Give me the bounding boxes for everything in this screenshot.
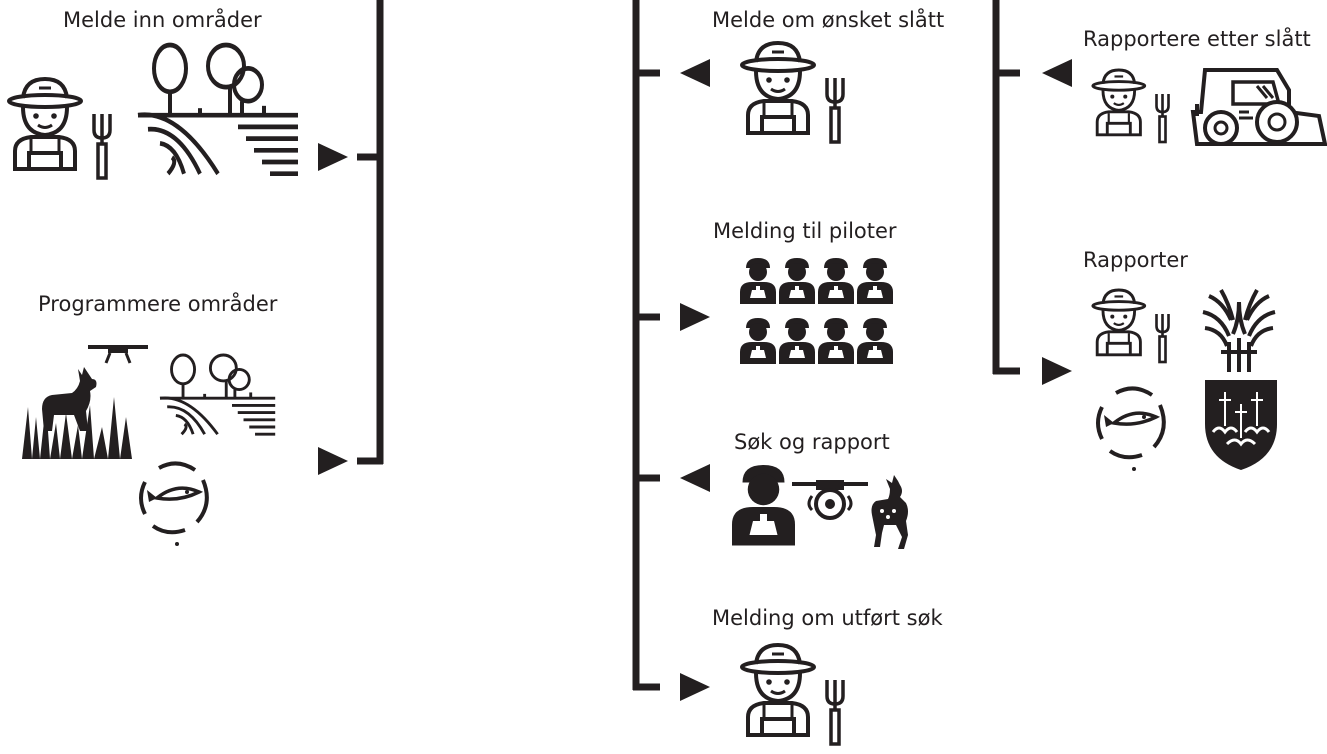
fish-logo-icon bbox=[139, 461, 209, 548]
arrow-right-icon bbox=[680, 673, 710, 701]
arrow-left-icon bbox=[680, 59, 710, 87]
deer-in-grass-icon bbox=[22, 367, 132, 459]
melding-om-utfort-sok-label: Melding om utført søk bbox=[712, 606, 943, 630]
programmere-icons bbox=[22, 343, 277, 548]
farmer-icon bbox=[1091, 288, 1147, 357]
farmer-icon bbox=[7, 77, 83, 171]
municipality-shield-icon bbox=[1205, 380, 1277, 470]
pitchfork-icon bbox=[825, 678, 845, 746]
rapporter-icons bbox=[1091, 288, 1277, 473]
right-bracket bbox=[992, 0, 1072, 385]
fish-logo-icon bbox=[1096, 386, 1166, 473]
arrow-left-icon bbox=[680, 464, 710, 492]
melde-inn-icons bbox=[7, 45, 298, 180]
arrow-right-icon bbox=[318, 143, 348, 171]
melde-inn-label: Melde inn områder bbox=[63, 8, 262, 32]
pitchfork-icon bbox=[92, 112, 112, 180]
pilot-group-icon bbox=[740, 258, 893, 364]
farmer-icon bbox=[740, 41, 816, 135]
arrow-right-icon bbox=[1042, 357, 1072, 385]
rapporter-label: Rapporter bbox=[1083, 248, 1188, 272]
left-bracket bbox=[318, 0, 384, 475]
fawn-icon bbox=[871, 475, 908, 549]
trees-field-icon bbox=[158, 353, 277, 436]
programmere-label: Programmere områder bbox=[38, 292, 278, 316]
pilot-icon bbox=[732, 465, 795, 546]
drone-icon bbox=[792, 480, 868, 520]
sok-og-rapport-label: Søk og rapport bbox=[734, 430, 890, 454]
wheat-emblem-icon bbox=[1202, 289, 1276, 372]
melde-om-onsket-slatt-icons bbox=[740, 41, 845, 144]
arrow-right-icon bbox=[318, 447, 348, 475]
trees-field-icon bbox=[138, 45, 298, 174]
pitchfork-icon bbox=[1155, 92, 1170, 144]
farmer-icon bbox=[1091, 68, 1147, 137]
harvester-icon bbox=[1190, 68, 1327, 146]
melding-til-piloter-label: Melding til piloter bbox=[713, 219, 897, 243]
melding-om-utfort-sok-icons bbox=[740, 643, 845, 746]
rapportere-etter-slatt-label: Rapportere etter slått bbox=[1083, 27, 1311, 51]
farmer-icon bbox=[740, 643, 816, 737]
sok-og-rapport-icons bbox=[732, 465, 908, 549]
drone-icon bbox=[86, 343, 150, 365]
arrow-left-icon bbox=[1042, 59, 1072, 87]
middle-bracket bbox=[632, 0, 710, 701]
melde-om-onsket-slatt-label: Melde om ønsket slått bbox=[712, 8, 945, 32]
pitchfork-icon bbox=[825, 76, 845, 144]
rapportere-etter-slatt-icons bbox=[1091, 68, 1327, 146]
pitchfork-icon bbox=[1155, 312, 1170, 364]
arrow-right-icon bbox=[680, 303, 710, 331]
